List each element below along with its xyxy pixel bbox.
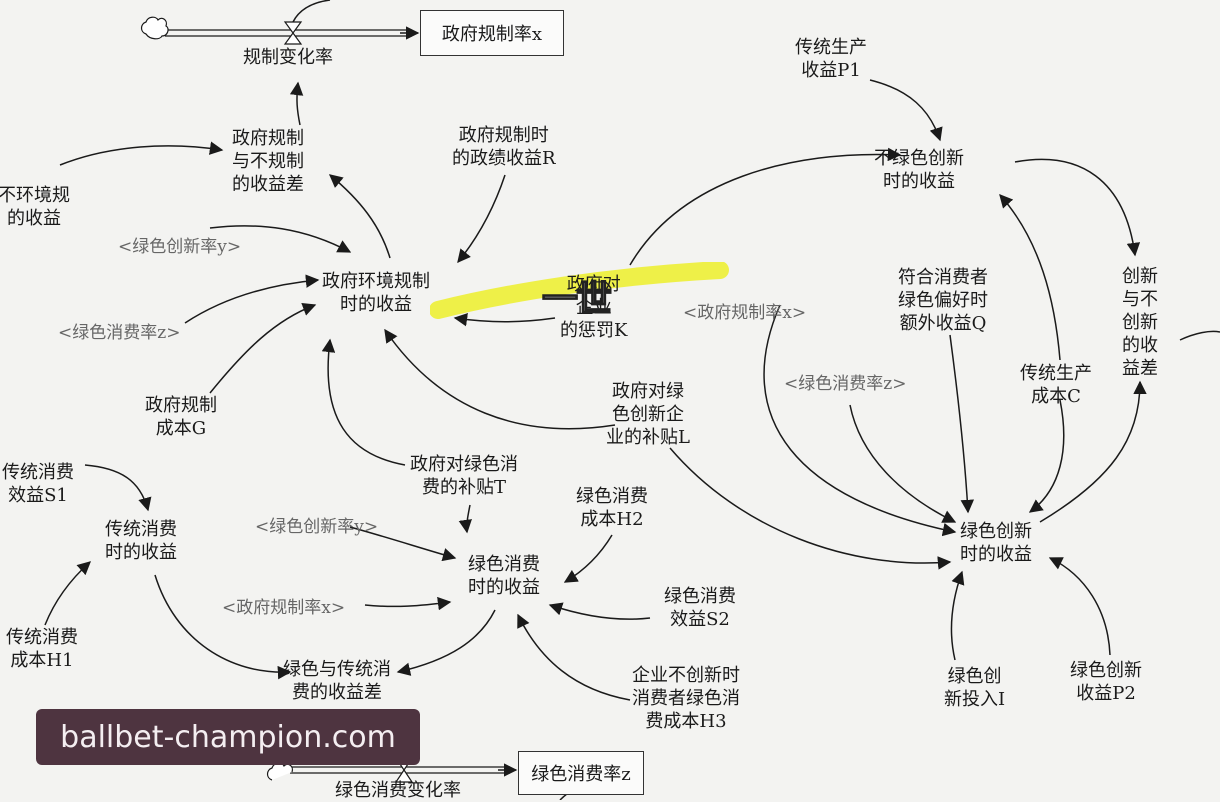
shadow-gov-reg-rate: <政府规制率x>: [222, 598, 346, 618]
var-gov-penalty-K: 政府对 企业 的惩罚K: [560, 274, 628, 341]
var-green-vs-traditional-diff: 绿色与传统消 费的收益差: [283, 659, 391, 703]
var-gov-reg-performance-R: 政府规制时 的政绩收益R: [452, 125, 556, 169]
var-gov-env-reg-income: 政府环境规制 时的收益: [322, 271, 430, 315]
var-traditional-production-income-P1: 传统生产 收益P1: [795, 37, 867, 81]
stock-gov-regulation-rate: 政府规制率x: [420, 10, 564, 56]
var-gov-green-innov-subsidy-L: 政府对绿 色创新企 业的补贴L: [606, 381, 690, 448]
shadow-green-consumption-rate: <绿色消费率z>: [58, 323, 181, 343]
var-traditional-consumption-cost-H1: 传统消费 成本H1: [6, 627, 78, 671]
cloud-source-icon: [140, 16, 169, 40]
shadow-gov-reg-rate: <政府规制率x>: [683, 303, 807, 323]
var-non-green-innov-income: 不绿色创新 时的收益: [874, 148, 964, 192]
flow-green-consumption-change-rate: 绿色消费变化率: [335, 780, 461, 801]
var-green-innov-income-P2: 绿色创新 收益P2: [1070, 660, 1142, 704]
var-traditional-consumption-income: 传统消费 时的收益: [105, 519, 177, 563]
flow-regulation-change-rate: 规制变化率: [243, 47, 333, 68]
var-green-innov-income: 绿色创新 时的收益: [960, 521, 1032, 565]
var-green-innov-investment-I: 绿色创 新投入I: [944, 666, 1006, 710]
watermark-badge: ballbet-champion.com: [36, 709, 420, 765]
shadow-green-consumption-rate: <绿色消费率z>: [784, 374, 907, 394]
var-gov-green-consumption-subsidy-T: 政府对绿色消 费的补贴T: [410, 454, 518, 498]
var-traditional-consumption-benefit-S1: 传统消费 效益S1: [2, 462, 74, 506]
var-consumer-extra-income-Q: 符合消费者 绿色偏好时 额外收益Q: [898, 267, 988, 334]
shadow-green-innov-rate: <绿色创新率y>: [255, 517, 379, 537]
var-traditional-production-cost-C: 传统生产 成本C: [1020, 363, 1092, 407]
var-gov-reg-cost-G: 政府规制 成本G: [145, 395, 217, 439]
var-green-consumption-cost-H2: 绿色消费 成本H2: [576, 486, 648, 530]
shadow-green-innov-rate: <绿色创新率y>: [118, 237, 242, 257]
overlay-glyph: 一世: [541, 278, 613, 321]
stock-green-consumption-rate: 绿色消费率z: [518, 751, 644, 795]
var-gov-not-env-reg-income: 不环境规 的收益: [0, 185, 70, 229]
var-green-consumption-benefit-S2: 绿色消费 效益S2: [664, 586, 736, 630]
var-innov-vs-not-diff: 创新 与不 创新 的收 益差: [1122, 266, 1158, 379]
var-green-consumption-income: 绿色消费 时的收益: [468, 554, 540, 598]
var-no-innov-consumer-cost-H3: 企业不创新时 消费者绿色消 费成本H3: [632, 665, 740, 732]
var-gov-reg-vs-not-diff: 政府规制 与不规制 的收益差: [232, 128, 304, 195]
